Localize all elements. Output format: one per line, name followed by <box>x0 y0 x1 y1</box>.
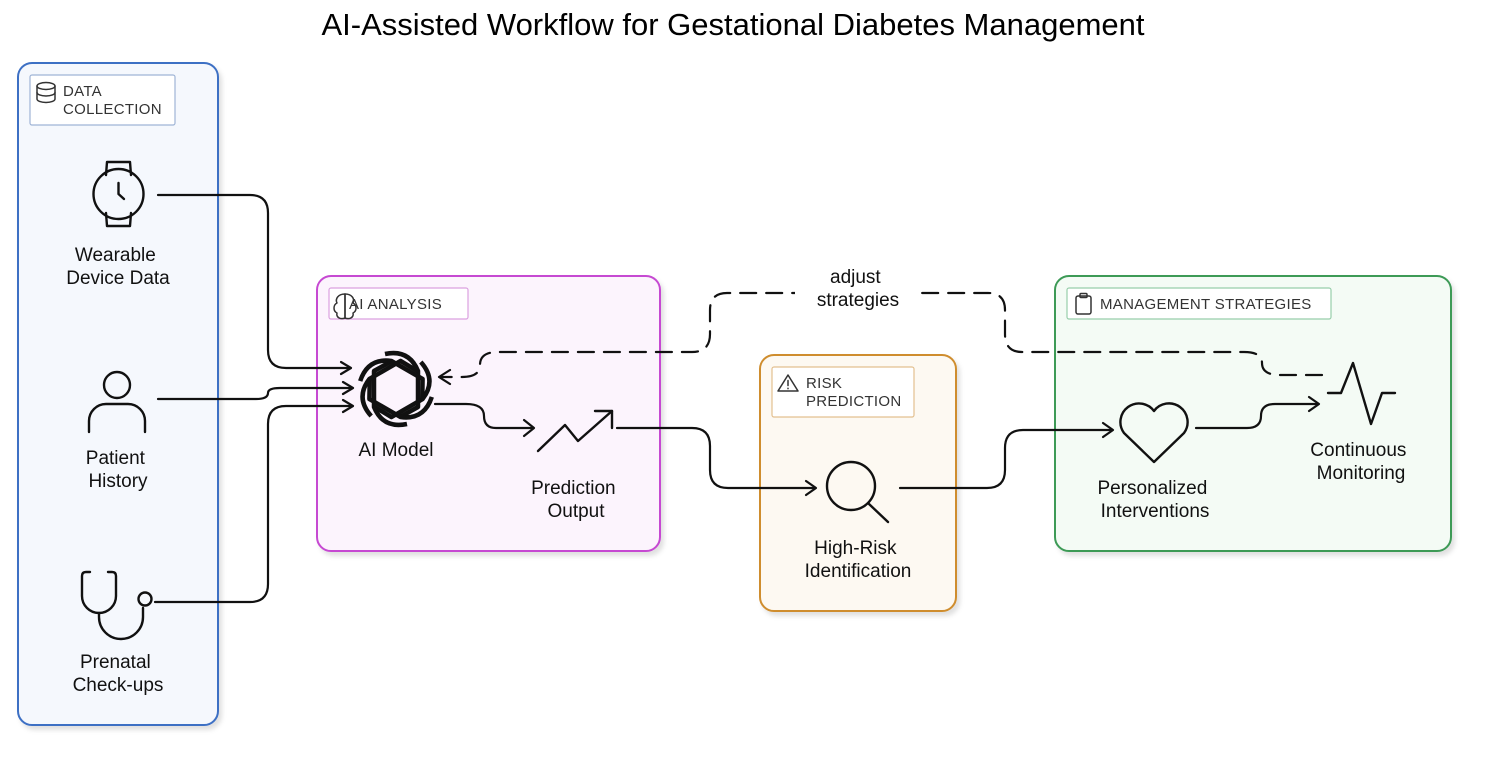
trending-up-icon <box>536 409 614 453</box>
node-wearable-label: Wearable Device Data <box>66 245 170 289</box>
openai-icon <box>358 350 434 428</box>
group-management-strategies-frame <box>1054 275 1452 552</box>
node-monitoring: Continuous Monitoring <box>1310 361 1411 484</box>
edge-prenatal-to-ai-model <box>153 398 355 604</box>
node-wearable: Wearable Device Data <box>66 160 170 289</box>
group-ai-analysis: AI ANALYSIS <box>316 275 661 552</box>
group-ai-analysis-frame <box>316 275 661 552</box>
edge-label-adjust-strategies: adjust strategies <box>817 267 899 311</box>
group-risk-prediction-frame <box>759 354 957 612</box>
node-patient-history-label: Patient History <box>86 448 150 492</box>
group-ai-analysis-label: AI ANALYSIS <box>349 296 442 313</box>
edge-prediction-output-to-high-risk <box>615 426 818 497</box>
node-ai-model-label: AI Model <box>359 440 434 461</box>
watch-icon <box>92 160 145 228</box>
node-patient-history: Patient History <box>86 370 150 492</box>
edge-patient-history-to-ai-model <box>156 380 355 401</box>
pulse-icon <box>1326 361 1397 426</box>
group-data-collection-label-box <box>29 74 176 126</box>
node-interventions-label: Personalized Interventions <box>1097 478 1212 522</box>
group-management-strategies-label: MANAGEMENT STRATEGIES <box>1100 296 1312 313</box>
search-icon <box>825 460 890 524</box>
edge-monitoring-to-ai-model: adjust strategies <box>437 264 1324 386</box>
edge-interventions-to-monitoring <box>1194 395 1321 430</box>
diagram-title: AI-Assisted Workflow for Gestational Dia… <box>321 7 1144 42</box>
node-prenatal-label: Prenatal Check-ups <box>73 652 164 696</box>
user-icon <box>87 370 147 434</box>
node-high-risk-label: High-Risk Identification <box>805 538 912 582</box>
group-risk-prediction-label-box <box>771 366 915 418</box>
group-data-collection: DATA COLLECTION <box>17 62 219 726</box>
node-monitoring-label: Continuous Monitoring <box>1310 440 1411 484</box>
group-ai-analysis-label-box <box>328 287 469 320</box>
warning-icon <box>777 374 799 392</box>
node-ai-model: AI Model <box>358 350 434 461</box>
node-interventions: Personalized Interventions <box>1097 402 1212 522</box>
group-risk-prediction: RISK PREDICTION <box>759 354 957 612</box>
brain-icon <box>333 293 357 320</box>
clipboard-icon <box>1075 292 1092 315</box>
edge-ai-model-to-prediction-output <box>433 402 536 438</box>
edge-wearable-to-ai-model <box>156 193 353 376</box>
group-management-strategies-label-box <box>1066 287 1332 320</box>
heart-icon <box>1119 402 1189 464</box>
group-data-collection-frame <box>17 62 219 726</box>
node-prediction-output: Prediction Output <box>531 409 621 522</box>
node-prenatal: Prenatal Check-ups <box>73 570 164 696</box>
node-high-risk: High-Risk Identification <box>805 460 912 582</box>
node-prediction-output-label: Prediction Output <box>531 478 621 522</box>
stethoscope-icon <box>80 570 153 641</box>
group-management-strategies: MANAGEMENT STRATEGIES <box>1054 275 1452 552</box>
group-risk-prediction-label: RISK PREDICTION <box>806 375 902 410</box>
edge-high-risk-to-interventions <box>898 421 1115 490</box>
database-icon <box>36 81 56 104</box>
edge-label-bg <box>795 264 921 316</box>
group-data-collection-label: DATA COLLECTION <box>63 83 162 118</box>
